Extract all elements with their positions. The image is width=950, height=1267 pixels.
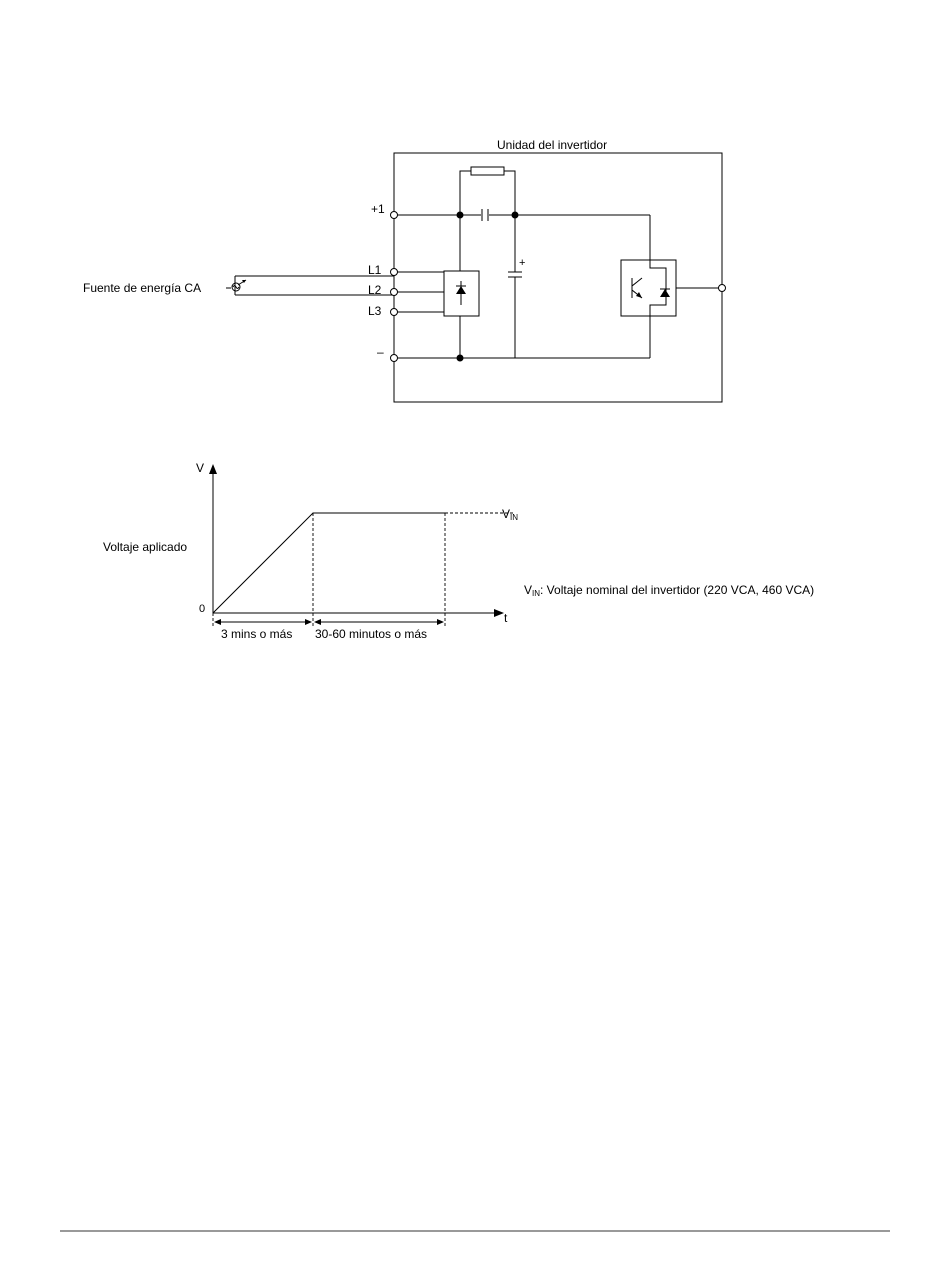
ramp-duration-arrow [214,619,312,625]
inverter-circuit-diagram: Unidad del invertidor + [83,138,726,402]
terminal-l1-label: L1 [368,263,382,277]
voltage-ramp-graph: V t 0 Voltaje aplicado VIN VIN: Voltaje … [103,461,814,641]
ac-source-icon [232,280,246,291]
y-axis-arrow [209,464,217,474]
charging-resistor [471,167,504,175]
igbt-module [621,260,676,316]
vin-note: VIN: Voltaje nominal del invertidor (220… [524,583,814,598]
terminal-l2 [391,289,398,296]
origin-label: 0 [199,603,205,615]
vin-symbol: V [502,507,510,521]
terminal-l3 [391,309,398,316]
terminal-minus-label: – [377,345,384,359]
vin-subscript: IN [510,513,518,522]
terminal-minus [391,355,398,362]
output-terminal [719,285,726,292]
vin-note-subscript: IN [532,589,540,598]
voltage-ramp-line [213,513,445,613]
x-axis-label: t [504,611,508,625]
hold-duration-arrow [314,619,444,625]
resistor-branch-left [460,171,471,215]
vin-label: VIN [502,507,518,522]
x-axis-arrow [494,609,504,617]
vin-note-symbol: V [524,583,532,597]
ramp-duration-label: 3 mins o más [221,627,292,641]
y-axis-label: V [196,461,204,475]
hold-duration-label: 30-60 minutos o más [315,627,427,641]
terminal-plus1 [391,212,398,219]
inverter-unit-label: Unidad del invertidor [497,138,607,152]
terminal-l1 [391,269,398,276]
terminal-l2-label: L2 [368,283,382,297]
resistor-branch-right [504,171,515,215]
vin-note-text: : Voltaje nominal del invertidor (220 VC… [540,583,814,597]
terminal-plus1-label: +1 [371,202,385,216]
dc-capacitor-polarity: + [519,257,525,269]
applied-voltage-label: Voltaje aplicado [103,540,187,554]
ac-source-label: Fuente de energía CA [83,281,201,295]
terminal-l3-label: L3 [368,304,382,318]
